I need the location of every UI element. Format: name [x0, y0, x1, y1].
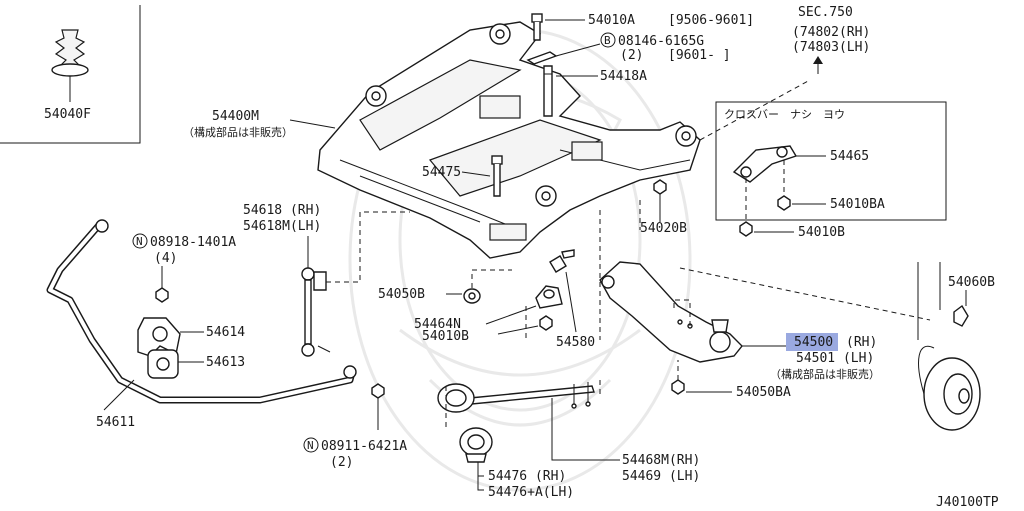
ref-circle-B — [600, 32, 616, 48]
label-54010A-range: [9506-9601] — [668, 13, 754, 28]
label-08918-qty: (4) — [154, 251, 177, 266]
washer-08146[interactable] — [526, 51, 558, 65]
tension-rod-54468M[interactable] — [437, 382, 595, 413]
label-54476A: 54476+A(LH) — [488, 485, 574, 500]
nut-54010B-right[interactable] — [739, 221, 753, 237]
bolt-54475[interactable] — [491, 155, 503, 197]
label-54464N: 54464N — [414, 317, 461, 332]
bracket-54465[interactable] — [732, 145, 798, 183]
label-54501: 54501 (LH) — [796, 351, 874, 366]
label-54580: 54580 — [556, 335, 595, 350]
label-54618: 54618 (RH) — [243, 203, 321, 218]
label-sec750-lh: (74803(LH) — [792, 40, 870, 55]
label-54500-side: (RH) — [846, 335, 877, 350]
stabilizer-bar-54611[interactable] — [46, 219, 357, 404]
nut-08911[interactable] — [371, 383, 385, 399]
drawing-code: J40100TP — [936, 495, 999, 510]
bushing-54050B[interactable] — [463, 288, 481, 304]
label-08911-qty: (2) — [330, 455, 353, 470]
bushing-54476[interactable] — [459, 427, 493, 463]
label-sec750-rh: (74802(RH) — [792, 25, 870, 40]
label-54500: 54500 — [794, 335, 833, 350]
label-54010BA-top: 54010BA — [830, 197, 885, 212]
stabilizer-link-54618[interactable] — [301, 267, 331, 357]
label-54475: 54475 — [422, 165, 461, 180]
inset-no-crossbar: クロスバー ナシ ヨウ 54465 54010BA — [715, 101, 947, 226]
wheel-hub[interactable] — [917, 262, 981, 431]
label-54060B: 54060B — [948, 275, 995, 290]
bolt-54580[interactable] — [549, 249, 575, 273]
label-54468M: 54468M(RH) — [622, 453, 700, 468]
label-08146: 08146-6165G — [618, 34, 704, 49]
ref-circle-N-08918 — [132, 233, 148, 249]
label-54040F: 54040F — [44, 107, 91, 122]
label-54500-note: （構成部品は非販売） — [770, 367, 880, 381]
clip-54040F[interactable] — [51, 29, 89, 102]
label-54400M-note: （構成部品は非販売） — [183, 125, 293, 139]
label-sec750: SEC.750 — [798, 5, 853, 20]
bolt-54418A[interactable] — [543, 65, 553, 117]
nut-08918[interactable] — [155, 287, 169, 303]
label-54010B-right: 54010B — [798, 225, 845, 240]
label-54613: 54613 — [206, 355, 245, 370]
mount-54464N[interactable] — [535, 285, 563, 309]
inset-54040F: 54040F — [0, 5, 141, 144]
label-54020B: 54020B — [640, 221, 687, 236]
label-54050BA: 54050BA — [736, 385, 791, 400]
label-08911: 08911-6421A — [321, 439, 407, 454]
bolt-54010A[interactable] — [531, 13, 543, 41]
ref-circle-N-08911 — [303, 437, 319, 453]
label-54469: 54469 (LH) — [622, 469, 700, 484]
label-08918: 08918-1401A — [150, 235, 236, 250]
ref-N-08911: N — [307, 439, 314, 452]
highlight-54500 — [786, 333, 838, 351]
nut-54010B-mid[interactable] — [539, 315, 553, 331]
nut-54010BA-top[interactable] — [777, 195, 791, 211]
nut-54060B[interactable] — [953, 304, 969, 327]
lower-control-arm-54500[interactable] — [599, 261, 743, 363]
label-54418A: 54418A — [600, 69, 647, 84]
arrow-head-sec750 — [813, 56, 823, 64]
section-reference-750[interactable]: SEC.750 (74802(RH) (74803(LH) — [792, 5, 870, 55]
label-54010A: 54010A — [588, 13, 635, 28]
ref-N-08918: N — [136, 235, 143, 248]
label-08146-range: [9601- ] — [668, 48, 731, 63]
ref-B: B — [604, 34, 611, 47]
nut-54020B[interactable] — [653, 179, 667, 195]
label-box-title: クロスバー ナシ ヨウ — [724, 108, 845, 121]
label-54400M: 54400M — [212, 109, 259, 124]
label-54614: 54614 — [206, 325, 245, 340]
front-crossmember-54400M[interactable] — [317, 21, 701, 259]
label-08146-qty: (2) — [620, 48, 643, 63]
clamp-54614[interactable] — [137, 317, 181, 357]
label-54010B-mid: 54010B — [422, 329, 469, 344]
label-54611: 54611 — [96, 415, 135, 430]
label-54465: 54465 — [830, 149, 869, 164]
bushing-54050BA[interactable] — [671, 379, 685, 395]
label-54050B: 54050B — [378, 287, 425, 302]
label-54476: 54476 (RH) — [488, 469, 566, 484]
label-54618M: 54618M(LH) — [243, 219, 321, 234]
bushing-54613[interactable] — [147, 349, 179, 379]
